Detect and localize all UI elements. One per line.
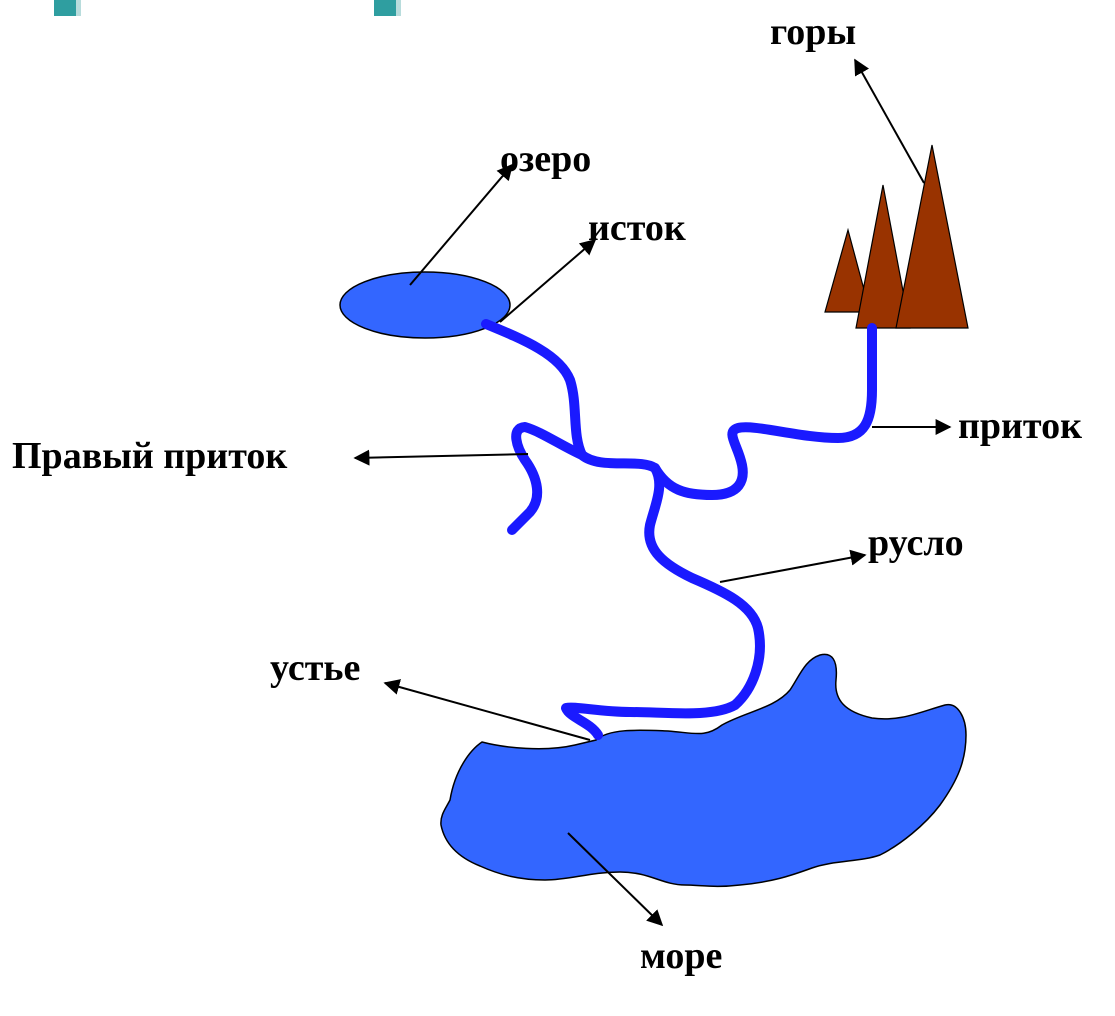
right-tributary-arrow bbox=[353, 449, 529, 466]
lake-arrow bbox=[409, 163, 514, 286]
mountain-large bbox=[895, 144, 969, 329]
sea-shape bbox=[440, 653, 967, 888]
mouth-arrow bbox=[383, 679, 591, 741]
accent-bar-left-shadow bbox=[76, 0, 81, 16]
mountain-medium bbox=[855, 184, 911, 329]
mouth-label: устье bbox=[270, 647, 360, 689]
right-tributary bbox=[650, 323, 877, 500]
tributary-label: приток bbox=[958, 405, 1082, 447]
sea-label: море bbox=[640, 935, 722, 977]
lake-shape bbox=[339, 271, 511, 339]
source-label: исток bbox=[588, 207, 686, 249]
source-arrow bbox=[499, 238, 597, 323]
main-river bbox=[481, 319, 765, 740]
mountains-shape bbox=[824, 144, 969, 329]
riverbed-label: русло bbox=[868, 522, 964, 564]
mountain-small bbox=[824, 227, 871, 313]
mountains-arrow bbox=[854, 58, 925, 184]
right-tributary-label: Правый приток bbox=[12, 435, 287, 477]
riverbed-arrow bbox=[719, 549, 867, 583]
mountains-label: горы bbox=[770, 11, 856, 53]
accent-bar-right-shadow bbox=[396, 0, 401, 16]
accent-bar-left bbox=[54, 0, 76, 16]
lake-label: озеро bbox=[500, 138, 591, 180]
title-accent-bars bbox=[54, 0, 401, 16]
sea-arrow bbox=[567, 832, 664, 927]
left-tributary bbox=[507, 422, 587, 535]
accent-bar-right bbox=[374, 0, 396, 16]
